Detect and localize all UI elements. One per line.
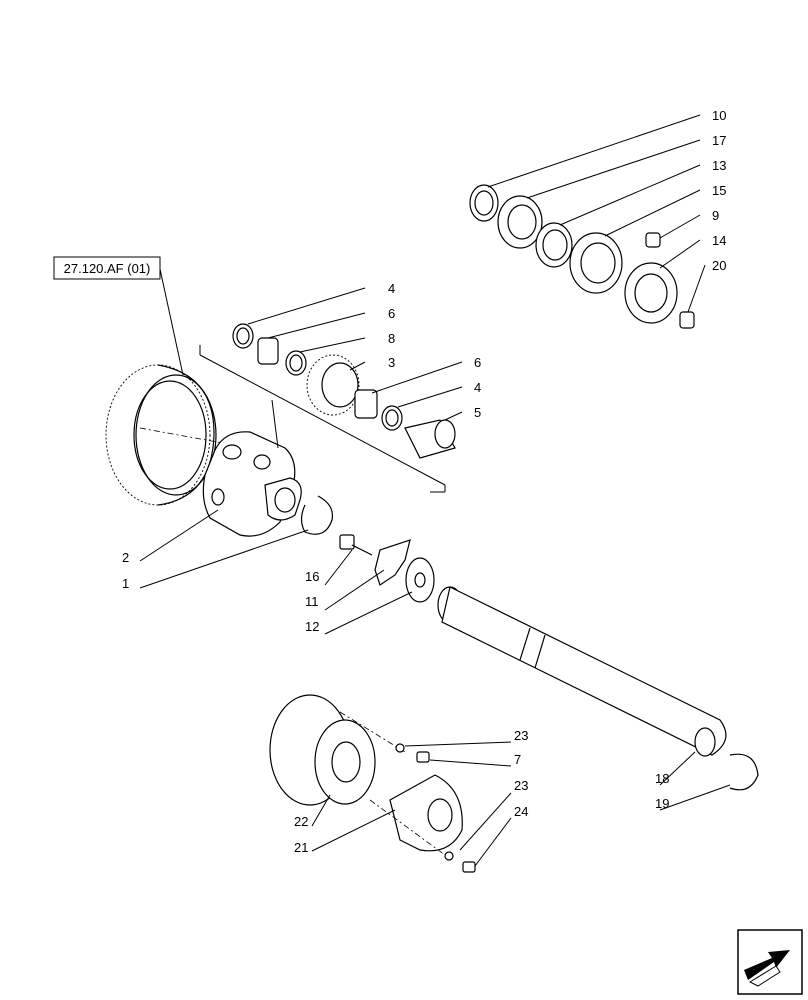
callout-15: 15 [712, 183, 726, 198]
reference-box [53, 256, 161, 280]
callout-6a: 6 [388, 306, 395, 321]
callout-23b: 23 [514, 778, 528, 793]
callout-labels: 10 17 13 15 9 14 20 4 6 8 3 6 4 5 2 1 16… [122, 108, 726, 855]
callout-2: 2 [122, 550, 129, 565]
callout-24: 24 [514, 804, 528, 819]
callout-10: 10 [712, 108, 726, 123]
callout-23a: 23 [514, 728, 528, 743]
leader-lines [139, 114, 731, 867]
hub-assembly [269, 694, 476, 873]
callout-20: 20 [712, 258, 726, 273]
callout-9: 9 [712, 208, 719, 223]
callout-5: 5 [474, 405, 481, 420]
callout-4b: 4 [474, 380, 481, 395]
reference-label: 27.120.AF (01) [64, 261, 151, 276]
callout-7: 7 [514, 752, 521, 767]
callout-4a: 4 [388, 281, 395, 296]
callout-12: 12 [305, 619, 319, 634]
callout-3: 3 [388, 355, 395, 370]
callout-8: 8 [388, 331, 395, 346]
callout-21: 21 [294, 840, 308, 855]
callout-1: 1 [122, 576, 129, 591]
lock-hardware [339, 534, 435, 603]
output-shaft [437, 586, 759, 791]
arrow-icon[interactable] [737, 929, 803, 995]
callout-19: 19 [655, 796, 669, 811]
callout-17: 17 [712, 133, 726, 148]
snap-ring-19 [729, 753, 759, 791]
planet-assembly [232, 323, 456, 459]
bearing-stack [469, 184, 695, 329]
callout-13: 13 [712, 158, 726, 173]
callout-11: 11 [305, 594, 319, 609]
callout-22: 22 [294, 814, 308, 829]
callout-6b: 6 [474, 355, 481, 370]
callout-14: 14 [712, 233, 726, 248]
callout-18: 18 [655, 771, 669, 786]
planet-carrier [202, 431, 302, 537]
callout-16: 16 [305, 569, 319, 584]
snap-ring-1 [300, 495, 334, 535]
